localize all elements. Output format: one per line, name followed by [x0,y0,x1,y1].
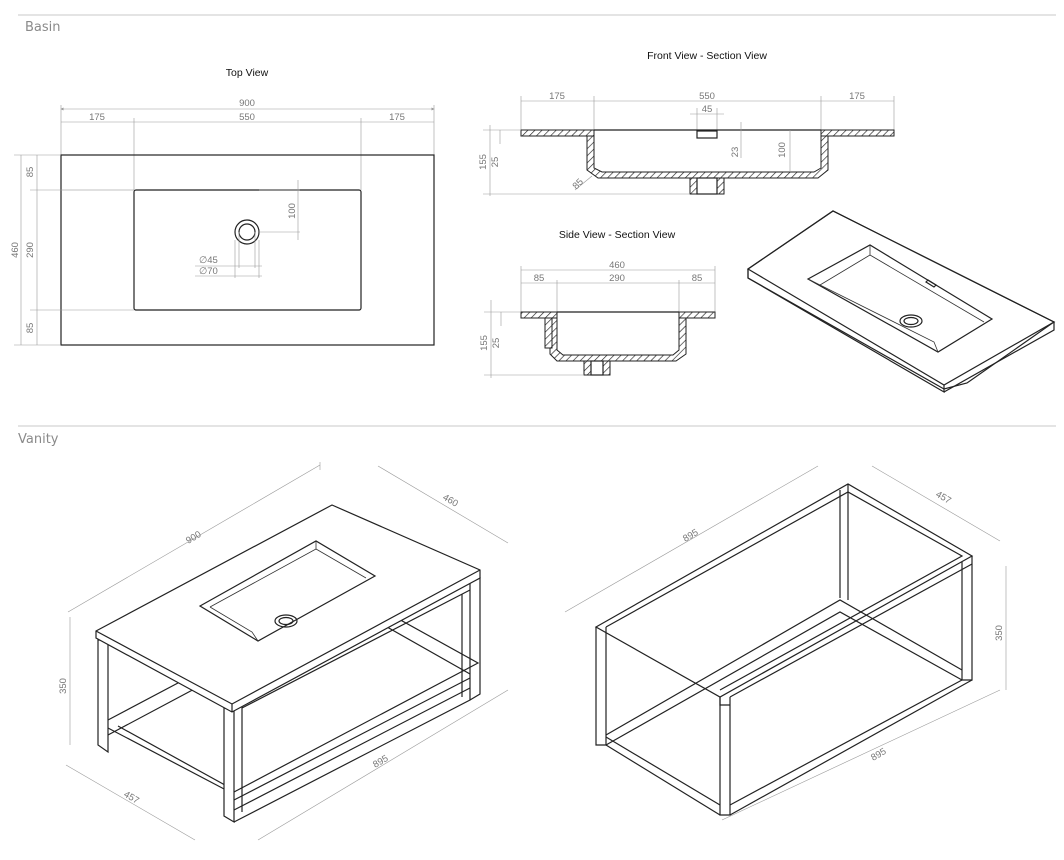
frame-height-label: 350 [994,625,1005,641]
side-section-view: Side View - Section View 460 85 290 85 1… [479,229,716,378]
vanity-top-width-label: 900 [184,529,203,546]
side-view-title: Side View - Section View [559,229,676,241]
vanity-front-leg-left [223,707,235,824]
top-width-label: 900 [239,98,255,109]
vanity-top-slab [95,504,481,713]
side-height-label: 155 [479,335,490,351]
top-view-title: Top View [226,67,269,79]
side-overall-label: 460 [609,260,625,271]
basin-isometric [746,210,1056,394]
frame-bottom-width-label: 895 [869,746,888,763]
front-bowl-depth-label: 100 [777,142,788,158]
front-height-label: 155 [478,154,489,170]
vanity-frame-depth-label: 457 [122,789,141,806]
vanity-height-label: 350 [58,678,69,694]
front-right-label: 175 [849,91,865,102]
frame-leg-right [961,556,973,681]
top-right-rim-label: 175 [389,112,405,123]
vanity-top-depth-label: 460 [441,492,460,509]
front-bowl-label: 550 [699,91,715,102]
top-depth-label: 460 [10,242,21,258]
top-left-rim-label: 175 [89,112,105,123]
front-section-profile [520,129,595,137]
side-bowl-label: 290 [609,273,625,284]
basin-iso-drain [899,314,923,328]
top-bowl-width-label: 550 [239,112,255,123]
front-view-title: Front View - Section View [647,50,767,62]
side-section-profile [520,311,558,319]
top-front-rim-label: 85 [25,167,36,178]
top-view-drain-inner [238,223,256,241]
front-overflow-slot [696,130,718,139]
front-left-label: 175 [549,91,565,102]
top-drain-offset-label: 100 [287,203,298,219]
vanity-section-title: Vanity [18,432,59,447]
vanity-frame-width-label: 895 [371,753,390,770]
side-front-label: 85 [534,273,545,284]
top-drain-inner-label: ∅45 [199,255,218,266]
frame-top-outer [594,483,974,698]
frame-leg-left [595,627,607,746]
top-back-rim-label: 85 [25,323,36,334]
front-radius-label: 85 [571,177,586,192]
side-rim-thickness-label: 25 [491,338,502,349]
front-rim-thickness-label: 25 [490,157,501,168]
top-view-bowl [133,189,362,311]
vanity-frame-isometric: 895 457 350 895 [564,465,1007,821]
front-drain-label: 45 [702,104,713,115]
top-view: Top View 900 175 550 175 460 85 290 85 1… [10,67,435,346]
top-drain-outer-label: ∅70 [199,266,218,277]
vanity-basin-drain [274,614,298,628]
side-back-label: 85 [692,273,703,284]
basin-iso-bowl [806,244,994,353]
vanity-basin-bowl [198,540,377,642]
front-section-view: Front View - Section View 175 550 175 45… [478,50,895,196]
top-view-outline [60,154,435,346]
front-overflow-label: 23 [730,147,741,158]
basin-section-title: Basin [25,20,61,35]
top-bowl-depth-label: 290 [25,242,36,258]
vanity-with-basin-isometric: 900 460 350 457 895 [58,462,509,841]
frame-top-width-label: 895 [681,527,700,544]
frame-leg-front [719,697,731,816]
